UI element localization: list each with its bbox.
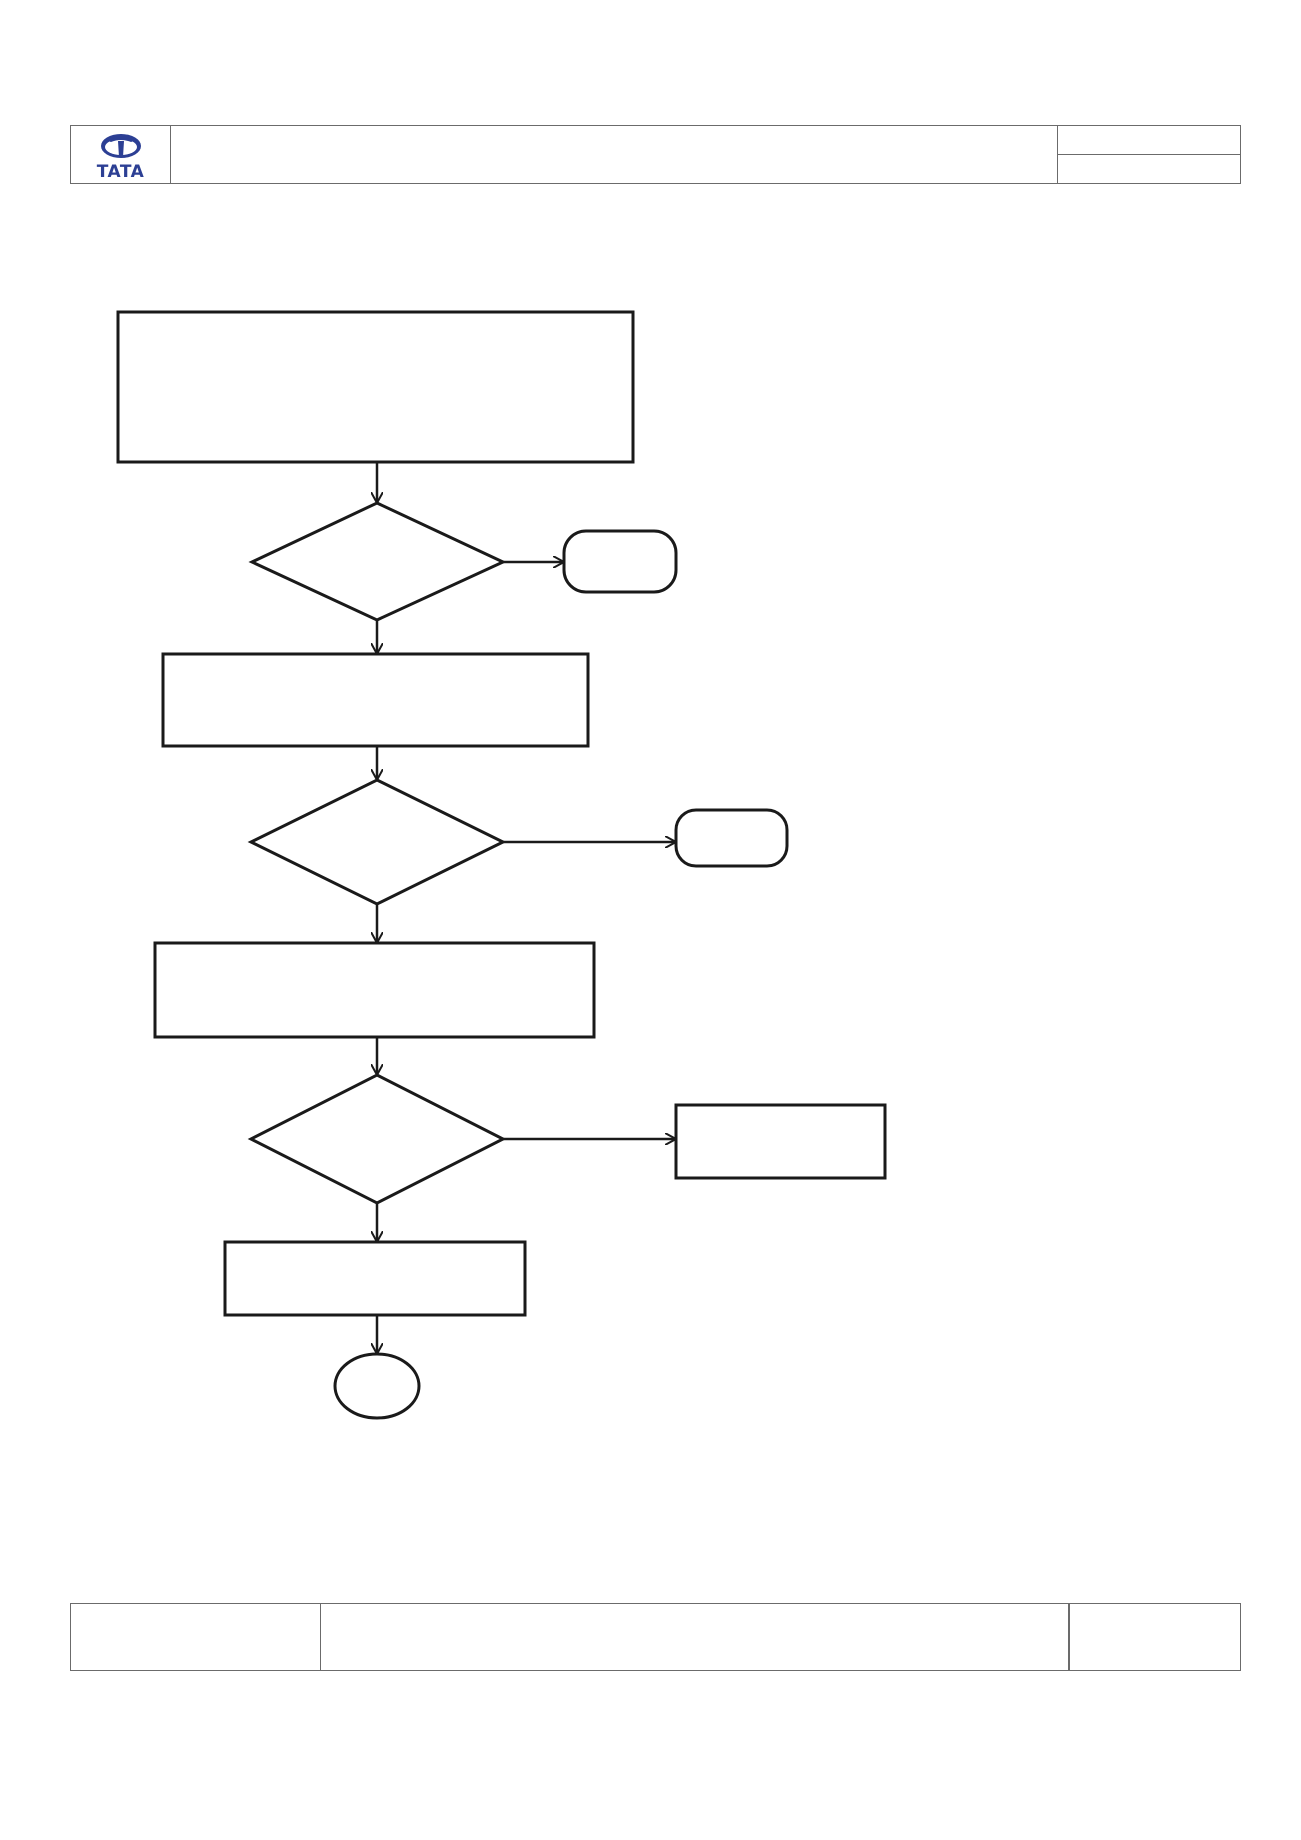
tata-logo-icon [101, 134, 141, 158]
terminal-box-1 [562, 529, 678, 594]
logo-cell: TATA [71, 126, 171, 183]
terminal-box-2 [674, 808, 789, 868]
process-box-2 [161, 652, 590, 748]
side-process-box [674, 1103, 887, 1180]
decision-diamond-1 [248, 501, 507, 622]
process-box-4 [223, 1240, 527, 1317]
decision-diamond-2 [247, 778, 507, 906]
header-right-cell [1057, 126, 1240, 183]
end-terminal [333, 1352, 421, 1420]
footer-right-cell [1069, 1603, 1241, 1671]
process-box-3 [153, 941, 596, 1039]
process-box-1 [116, 310, 635, 464]
logo-text: TATA [96, 162, 145, 182]
footer-left-cell [70, 1603, 321, 1671]
header-right-divider [1058, 154, 1240, 155]
decision-diamond-3 [247, 1073, 507, 1205]
footer-middle-cell [321, 1603, 1069, 1671]
header-table: TATA [70, 125, 1241, 184]
